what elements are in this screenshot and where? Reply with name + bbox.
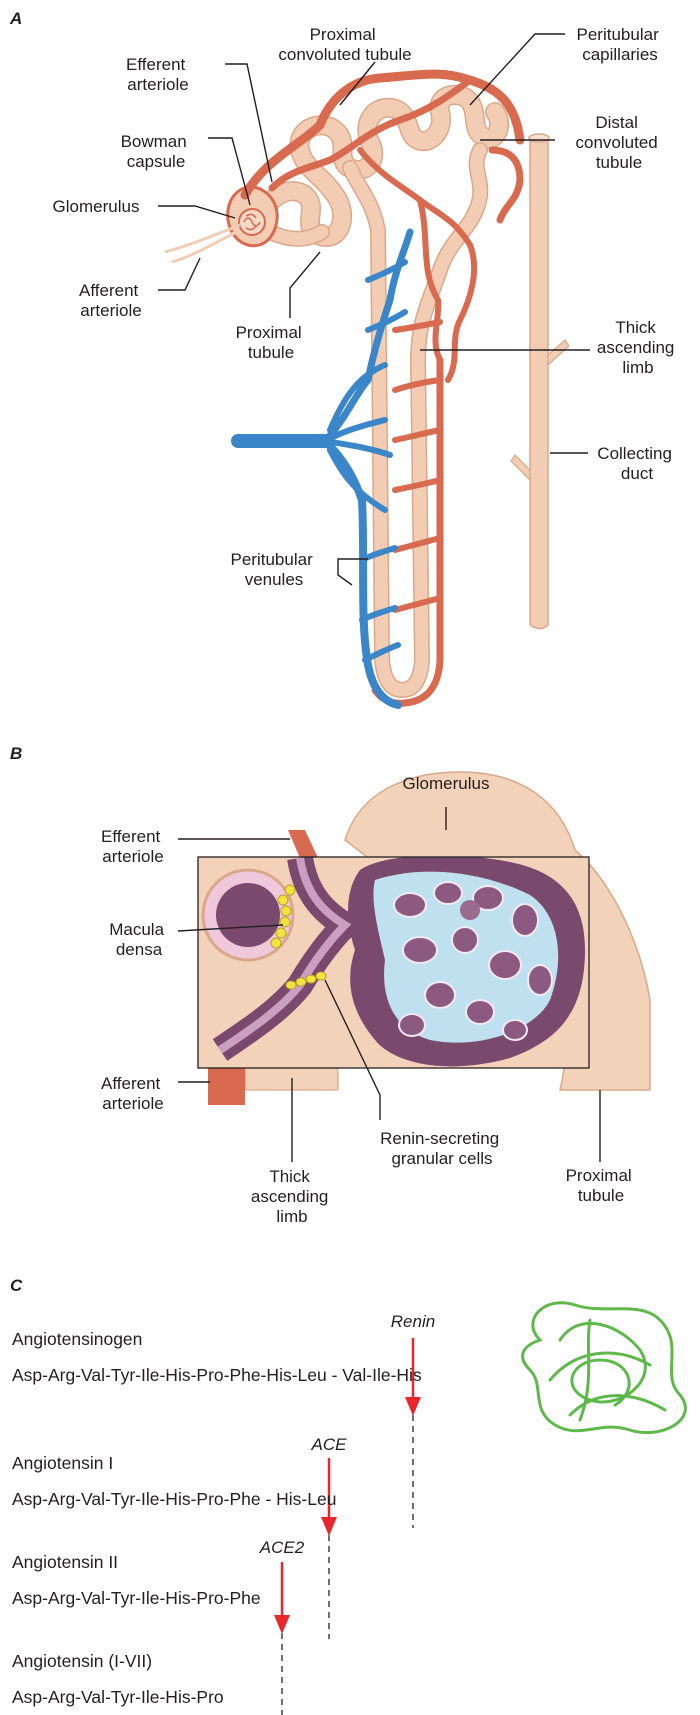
bowman-capsule-shape [228,187,277,246]
label-thick-ascending-limb-a: Thick ascending limb [597,318,679,377]
label-proximal-tubule-b: Proximal tubule [566,1166,637,1205]
ace2-arrow-icon [274,1562,290,1634]
juxtaglomerular-detail [198,855,589,1068]
label-glomerulus-a: Glomerulus [53,197,140,216]
step-sequence-angiotensinogen: Asp-Arg-Val-Tyr-Ile-His-Pro-Phe-His-Leu … [12,1365,422,1385]
label-collecting-duct: Collecting duct [597,444,676,483]
afferent-arteriole-shape-b [208,1068,245,1105]
enzyme-ace2-label: ACE2 [259,1538,305,1557]
label-distal-convoluted-tubule: Distal convoluted tubule [576,113,663,172]
panel-a: A [9,9,679,705]
afferent-arteriole-shape [165,225,240,262]
step-name-angiotensin-ii: Angiotensin II [12,1552,118,1572]
step-sequence-angiotensin-1-7: Asp-Arg-Val-Tyr-Ile-His-Pro [12,1687,224,1707]
label-efferent-arteriole-b: Efferent arteriole [101,827,165,866]
label-thick-ascending-limb-b: Thick ascending limb [251,1167,333,1226]
cleavage-dashes [282,1415,413,1715]
collecting-duct-shape [511,134,569,629]
step-name-angiotensin-i: Angiotensin I [12,1453,113,1473]
label-efferent-arteriole-a: Efferent arteriole [126,55,190,94]
label-proximal-tubule-a: Proximal tubule [236,323,307,362]
step-name-angiotensinogen: Angiotensinogen [12,1329,142,1349]
panel-b-letter: B [10,744,22,763]
step-name-angiotensin-1-7: Angiotensin (I-VII) [12,1651,152,1671]
label-peritubular-venules: Peritubular venules [231,550,318,589]
label-proximal-convoluted-tubule: Proximal convoluted tubule [278,25,411,64]
label-bowman-capsule: Bowman capsule [121,132,192,171]
step-sequence-angiotensin-i: Asp-Arg-Val-Tyr-Ile-His-Pro-Phe - His-Le… [12,1489,336,1509]
nephron-tubule [255,95,499,690]
protein-coil-icon [523,1303,686,1433]
label-renin-secreting-cells: Renin-secreting granular cells [380,1129,504,1168]
panel-b: B [10,744,650,1226]
panel-a-letter: A [9,9,22,28]
label-afferent-arteriole-a: Afferent arteriole [79,281,143,320]
label-peritubular-capillaries: Peritubular capillaries [577,25,664,64]
label-afferent-arteriole-b: Afferent arteriole [101,1074,165,1113]
panel-c-letter: C [10,1276,23,1295]
efferent-arteriole-shape-b [288,830,318,858]
label-glomerulus-b: Glomerulus [403,774,490,793]
enzyme-ace-label: ACE [311,1435,348,1454]
enzyme-renin-label: Renin [391,1312,435,1331]
label-macula-densa: Macula densa [109,920,169,959]
panel-c: C Renin [10,1276,685,1715]
step-sequence-angiotensin-ii: Asp-Arg-Val-Tyr-Ile-His-Pro-Phe [12,1588,261,1608]
